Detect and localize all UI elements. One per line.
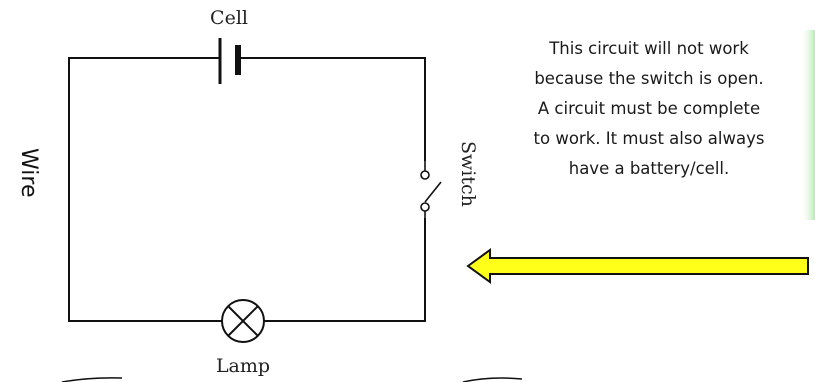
wire-label: Wire bbox=[16, 148, 41, 197]
decorative-arcs bbox=[61, 377, 523, 382]
explanation-line: A circuit must be complete bbox=[537, 99, 761, 118]
lamp-symbol bbox=[221, 299, 265, 343]
explanation-line: This circuit will not work bbox=[549, 39, 749, 58]
switch-label: Switch bbox=[457, 141, 479, 207]
explanation-line: have a battery/cell. bbox=[568, 159, 730, 178]
explanation-text: This circuit will not work because the s… bbox=[488, 34, 810, 184]
yellow-arrow bbox=[466, 248, 809, 284]
explanation-line: to work. It must also always bbox=[533, 129, 765, 148]
cell-symbol bbox=[218, 38, 241, 84]
edge-glow-decoration bbox=[800, 30, 815, 220]
lamp-label: Lamp bbox=[216, 355, 270, 377]
switch-symbol bbox=[420, 160, 442, 219]
cell-label: Cell bbox=[210, 7, 248, 29]
circuit-wire bbox=[68, 57, 426, 322]
explanation-line: because the switch is open. bbox=[534, 69, 764, 88]
